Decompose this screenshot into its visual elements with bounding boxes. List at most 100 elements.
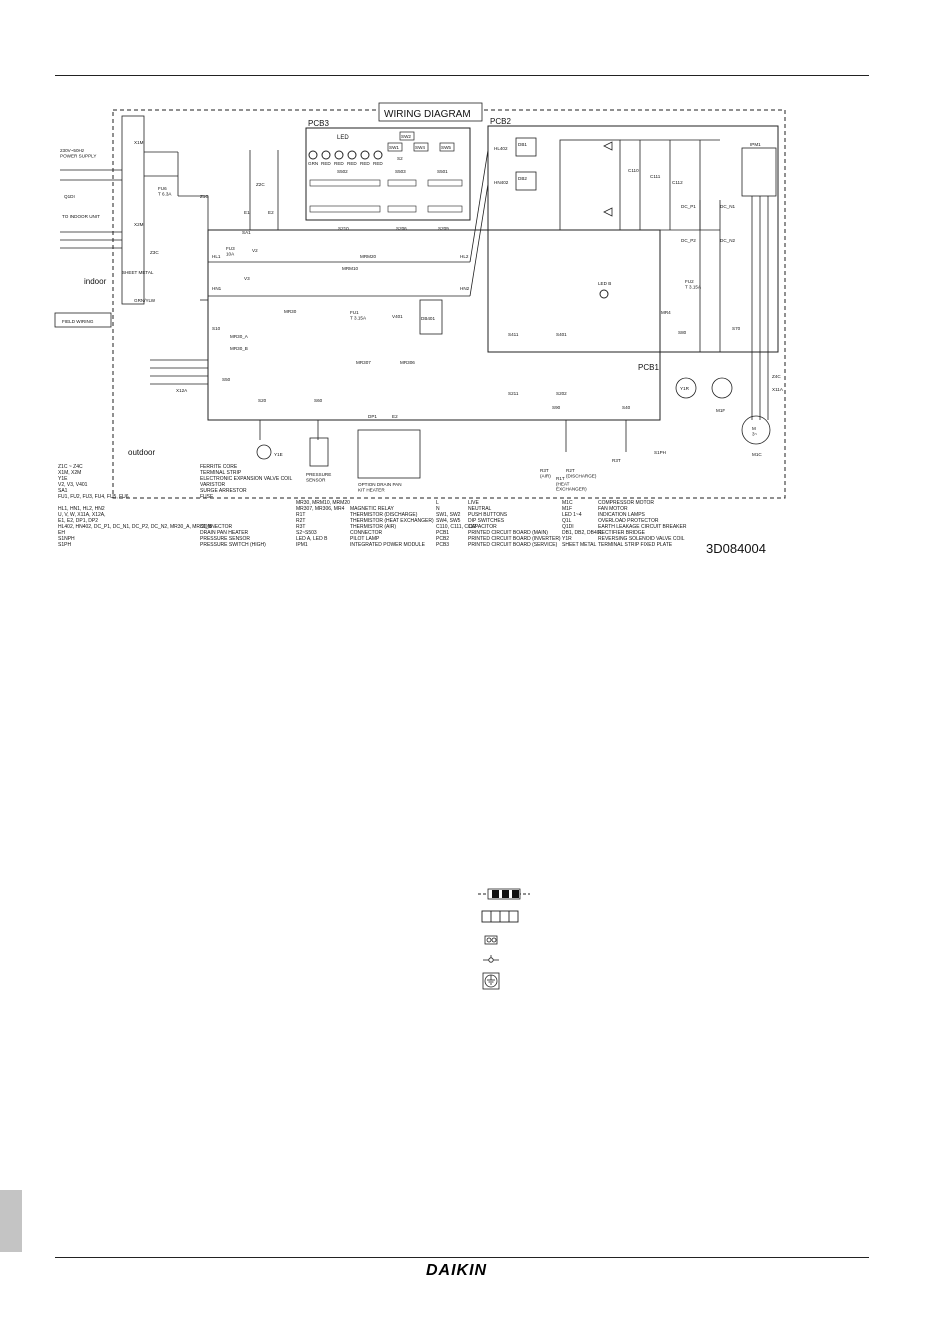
svg-text:FUSE: FUSE [200, 494, 214, 500]
svg-text:REVERSING SOLENOID VALVE COIL: REVERSING SOLENOID VALVE COIL [598, 536, 685, 542]
pcb3-connector-pins [309, 179, 463, 213]
s60-label: S60 [314, 398, 323, 403]
svg-text:PRESSURE SENSOR: PRESSURE SENSOR [200, 536, 250, 542]
svg-text:NEUTRAL: NEUTRAL [468, 506, 492, 512]
mr306-label: MR306 [400, 360, 415, 365]
s211-label: S211 [508, 391, 519, 396]
svg-text:SW4, SW5: SW4, SW5 [436, 518, 461, 524]
svg-text:V2, V3, V401: V2, V3, V401 [58, 482, 88, 488]
svg-text:PCB3: PCB3 [436, 542, 449, 548]
section-tab [0, 1190, 22, 1252]
svg-text:L: L [436, 500, 439, 506]
daikin-logo: DAIKIN [426, 1262, 488, 1279]
svg-text:FERRITE CORE: FERRITE CORE [200, 464, 238, 470]
header-rule [55, 75, 869, 76]
m1c-label: M1C [752, 452, 762, 457]
x1m-label: X1M [134, 140, 144, 145]
svg-text:COMPRESSOR MOTOR: COMPRESSOR MOTOR [598, 500, 654, 506]
svg-text:DIP SWITCHES: DIP SWITCHES [468, 518, 505, 524]
svg-text:S2~S503: S2~S503 [296, 530, 317, 536]
s411-label: S411 [508, 332, 519, 337]
pcb1-label: PCB1 [638, 363, 659, 372]
svg-text:Y1R: Y1R [562, 536, 572, 542]
ipm1-label: IPM1 [750, 142, 761, 147]
db1-label: DB1 [518, 142, 527, 147]
field-wiring-label: FIELD WIRING [62, 319, 94, 324]
svg-text:SA1: SA1 [58, 488, 68, 494]
svg-text:Q1DI: Q1DI [562, 524, 574, 530]
sheet-metal-label: SHEET METAL [122, 270, 154, 275]
db2-label: DB2 [518, 176, 527, 181]
to-indoor-label: TO INDOOR UNIT [62, 214, 100, 219]
c112-label: C112 [672, 180, 683, 185]
v401-label: V401 [392, 314, 403, 319]
svg-text:U, V, W, X11A, X12A,: U, V, W, X11A, X12A, [58, 512, 106, 518]
hn402-label: HN402 [494, 180, 509, 185]
dc-p2-label: DC_P2 [681, 238, 696, 243]
dc-n2-label: DC_N2 [720, 238, 736, 243]
dp2-label: DP1 [368, 414, 377, 419]
led-color-1: GRN [308, 161, 318, 166]
svg-text:N: N [436, 506, 440, 512]
svg-text:PRESSURE SWITCH (HIGH): PRESSURE SWITCH (HIGH) [200, 542, 266, 548]
svg-text:INDICATION LAMPS: INDICATION LAMPS [598, 512, 646, 518]
svg-text:R1T: R1T [296, 512, 305, 518]
svg-text:Z1C ~ Z4C: Z1C ~ Z4C [58, 464, 83, 470]
svg-text:HL402, HN402, DC_P1, DC_N1, DC: HL402, HN402, DC_P1, DC_N1, DC_P2, DC_N2… [58, 524, 212, 530]
svg-text:PRINTED CIRCUIT BOARD (MAIN): PRINTED CIRCUIT BOARD (MAIN) [468, 530, 548, 536]
svg-text:M1C: M1C [562, 500, 573, 506]
z1c-label: Z1C [200, 194, 209, 199]
s80-label: S80 [678, 330, 687, 335]
led-color-4: RED [347, 161, 357, 166]
svg-text:HL1, HN1, HL2, HN2: HL1, HN1, HL2, HN2 [58, 506, 105, 512]
led-b-label: LED B [598, 281, 611, 286]
svg-text:SHEET METAL: SHEET METAL [562, 542, 596, 548]
db401-label: DB401 [421, 316, 435, 321]
svg-text:SURGE ARRESTOR: SURGE ARRESTOR [200, 488, 247, 494]
v2-label: V2 [252, 248, 258, 253]
q1l-label: S1PH [654, 450, 666, 455]
e1-label: E1 [244, 210, 250, 215]
s40-label: S40 [622, 405, 631, 410]
pcb3-label: PCB3 [308, 119, 329, 128]
s209-label: S209 [438, 226, 449, 231]
svg-text:LIVE: LIVE [468, 500, 480, 506]
svg-text:CONNECTOR: CONNECTOR [350, 530, 383, 536]
svg-text:DB1, DB2, DB401: DB1, DB2, DB401 [562, 530, 603, 536]
protective-earth-symbol [482, 972, 500, 990]
svg-text:R2T: R2T [296, 518, 305, 524]
sa1-label: SA1 [242, 230, 251, 235]
e2-label: E2 [268, 210, 274, 215]
s20-label: S20 [258, 398, 267, 403]
mr30-a-label: MR30_A [230, 334, 249, 339]
svg-text:TERMINAL STRIP: TERMINAL STRIP [200, 470, 242, 476]
svg-text:THERMISTOR (AIR): THERMISTOR (AIR) [350, 524, 396, 530]
hn1-label: HN1 [212, 286, 222, 291]
svg-text:INTEGRATED POWER MODULE: INTEGRATED POWER MODULE [350, 542, 426, 548]
led-color-3: RED [334, 161, 344, 166]
svg-text:Q1L: Q1L [562, 518, 572, 524]
s202-label: S202 [556, 391, 567, 396]
svg-text:VARISTOR: VARISTOR [200, 482, 225, 488]
svg-text:X1M, X2M: X1M, X2M [58, 470, 81, 476]
svg-text:CONNECTOR: CONNECTOR [200, 524, 233, 530]
svg-text:M1F: M1F [562, 506, 572, 512]
svg-text:PCB2: PCB2 [436, 536, 449, 542]
sw2-label: SW2 [401, 134, 411, 139]
svg-text:PRINTED CIRCUIT BOARD (SERVICE: PRINTED CIRCUIT BOARD (SERVICE) [468, 542, 558, 548]
legend-col1: Z1C ~ Z4C FERRITE CORE X1M, X2M TERMINAL S… [58, 464, 292, 548]
s2-label: S2 [397, 156, 403, 161]
sw4-label: SW4 [415, 145, 425, 150]
connector-symbol [484, 935, 498, 945]
m1f-label: M1F [716, 408, 725, 413]
svg-text:RECTIFIER BRIDGE: RECTIFIER BRIDGE [598, 530, 646, 536]
svg-text:THERMISTOR (HEAT EXCHANGER): THERMISTOR (HEAT EXCHANGER) [350, 518, 434, 524]
svg-text:FAN MOTOR: FAN MOTOR [598, 506, 628, 512]
